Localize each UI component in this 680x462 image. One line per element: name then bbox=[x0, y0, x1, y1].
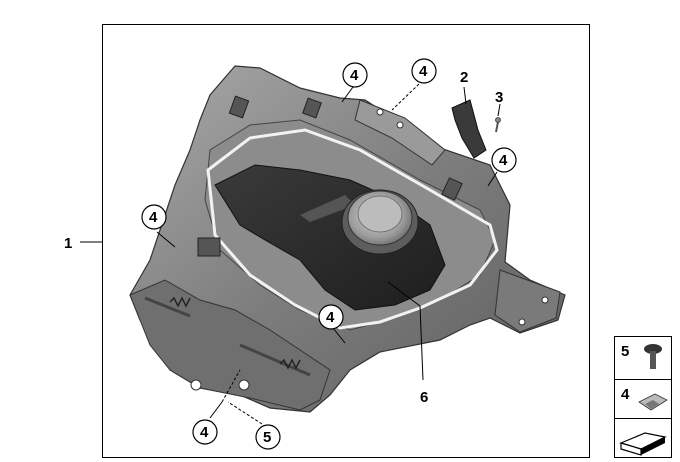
wedge-icon bbox=[619, 432, 667, 456]
legend-box-rubber-buffer: 5 bbox=[614, 336, 672, 380]
legend-box-wedge bbox=[614, 418, 672, 458]
callout-circles bbox=[141, 58, 517, 450]
callout-6: 6 bbox=[420, 389, 428, 406]
callout-2: 2 bbox=[460, 69, 468, 86]
callout-4-top-right: 4 bbox=[419, 63, 428, 80]
leader-lines bbox=[80, 83, 501, 425]
callout-4-center: 4 bbox=[326, 309, 335, 326]
screw-part-3 bbox=[495, 117, 501, 133]
callout-5-bottom: 5 bbox=[263, 429, 271, 446]
filler-cap bbox=[341, 189, 419, 255]
clip-nut-icon bbox=[638, 393, 668, 411]
callout-4-top-left: 4 bbox=[350, 67, 359, 84]
legend-label-4: 4 bbox=[621, 386, 630, 403]
legend-label-5: 5 bbox=[621, 343, 630, 360]
callout-3: 3 bbox=[495, 89, 503, 106]
diagram-frame bbox=[102, 24, 590, 458]
rubber-buffer-icon bbox=[644, 344, 662, 369]
clip-part-2 bbox=[451, 99, 487, 159]
callout-4-bottom: 4 bbox=[200, 424, 209, 441]
legend-box-clip-nut: 4 bbox=[614, 379, 672, 419]
callout-4-right: 4 bbox=[499, 152, 508, 169]
callout-4-left: 4 bbox=[149, 209, 158, 226]
callout-1: 1 bbox=[64, 235, 72, 252]
